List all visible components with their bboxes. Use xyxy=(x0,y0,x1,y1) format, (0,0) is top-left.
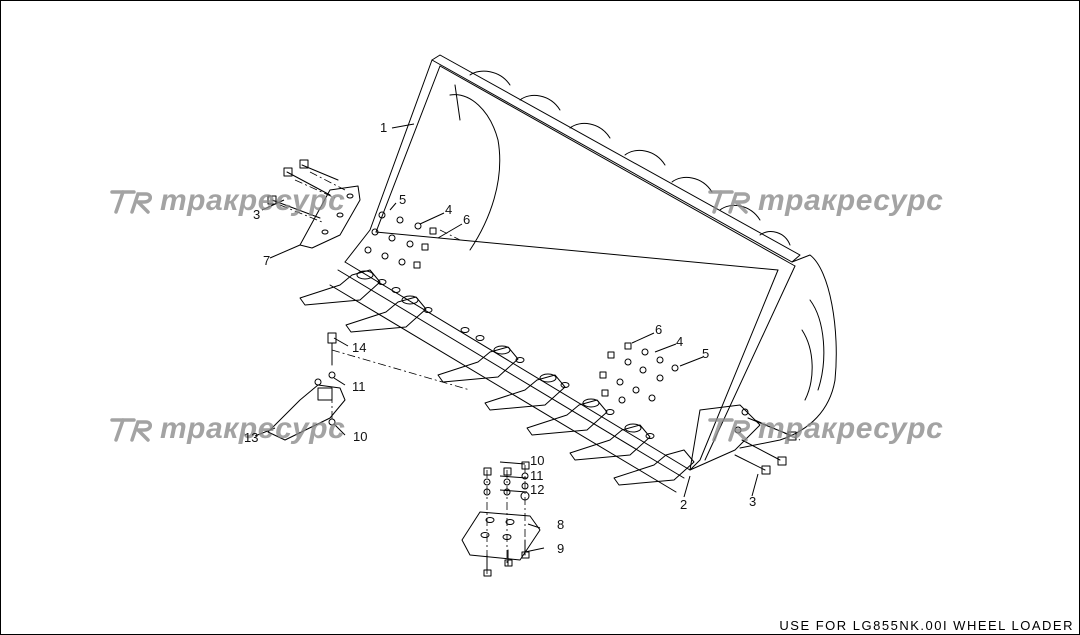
callout-8: 8 xyxy=(557,517,565,532)
right-bolts xyxy=(734,417,797,475)
left-fastener-cluster xyxy=(364,211,437,269)
callout-2: 2 xyxy=(680,497,688,512)
watermark-logo-icon xyxy=(708,418,750,442)
watermark: тракресурс xyxy=(706,411,943,447)
callout-10: 10 xyxy=(530,453,545,468)
callout-7: 7 xyxy=(263,253,271,268)
bucket-teeth xyxy=(299,269,695,486)
callout-3: 3 xyxy=(749,494,757,509)
bucket-body xyxy=(329,54,837,493)
watermark-text: тракресурс xyxy=(160,184,346,217)
watermark-text: тракресурс xyxy=(160,412,346,445)
lip-holes xyxy=(377,279,655,439)
centre-lines xyxy=(279,171,801,575)
watermark: тракресурс xyxy=(706,183,943,219)
callout-11: 11 xyxy=(352,379,366,394)
callout-1: 1 xyxy=(380,120,388,135)
callout-11: 11 xyxy=(530,468,544,483)
watermark: тракресурс xyxy=(108,183,345,219)
watermark-text: тракресурс xyxy=(758,412,944,445)
left-bolts xyxy=(267,159,339,219)
callout-4: 4 xyxy=(445,202,453,217)
callout-12: 12 xyxy=(530,482,545,497)
callout-6: 6 xyxy=(655,322,663,337)
watermark-text: тракресурс xyxy=(758,184,944,217)
plate-detail xyxy=(461,461,541,577)
watermark-logo-icon xyxy=(110,190,152,214)
callout-5: 5 xyxy=(702,346,710,361)
watermark: тракресурс xyxy=(108,411,345,447)
left-side-cutter xyxy=(299,185,361,249)
watermark-logo-icon xyxy=(110,418,152,442)
callout-10: 10 xyxy=(353,429,368,444)
callout-3: 3 xyxy=(253,207,261,222)
callout-6: 6 xyxy=(463,212,471,227)
adapter-detail xyxy=(267,332,346,441)
callout-14: 14 xyxy=(352,340,367,355)
callout-13: 13 xyxy=(244,430,259,445)
callout-5: 5 xyxy=(399,192,407,207)
footer-caption: USE FOR LG855NK.00I WHEEL LOADER xyxy=(779,618,1074,633)
right-fastener-cluster xyxy=(599,342,679,404)
watermark-logo-icon xyxy=(708,190,750,214)
callout-4: 4 xyxy=(676,334,684,349)
callout-9: 9 xyxy=(557,541,565,556)
leader-lines xyxy=(254,123,759,553)
